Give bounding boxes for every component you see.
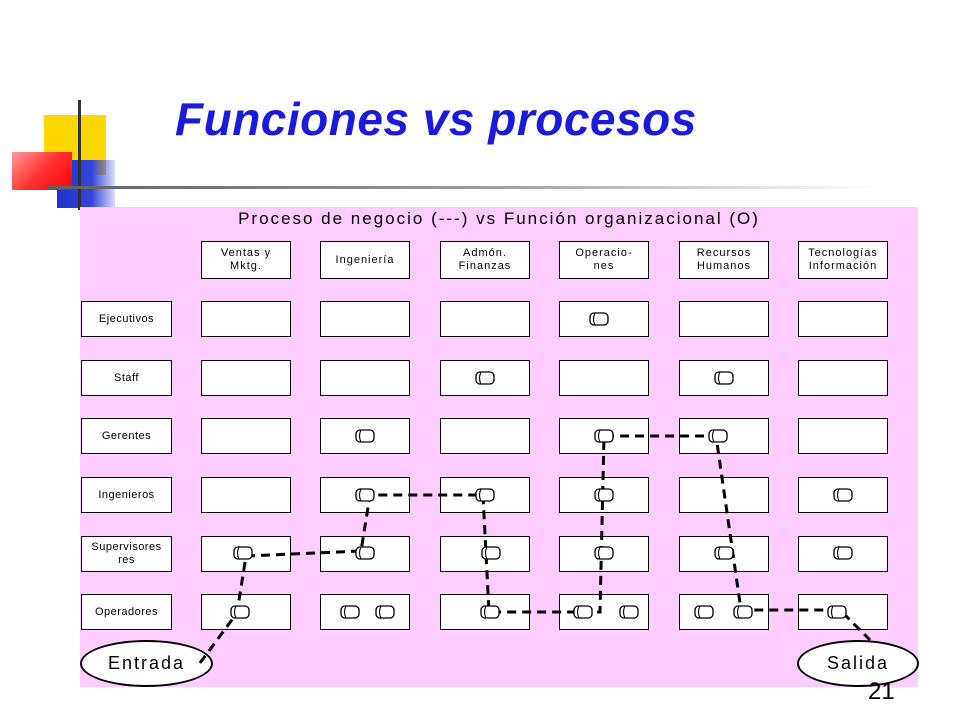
grid-cell	[201, 360, 291, 396]
grid-cell	[798, 418, 888, 454]
deco-red-square	[12, 152, 72, 190]
grid-cell	[440, 301, 530, 337]
page-number: 21	[868, 678, 895, 705]
function-marker	[619, 605, 639, 619]
function-marker	[708, 429, 728, 443]
column-header-operaciones: Operacio- nes	[559, 241, 649, 279]
function-marker	[475, 488, 495, 502]
function-markers	[230, 312, 853, 619]
row-label-supervisores: Supervisores res	[81, 536, 172, 572]
grid-cell	[201, 418, 291, 454]
deco-vertical-line	[78, 100, 81, 210]
column-header-rrhh: Recursos Humanos	[679, 241, 769, 279]
grid-cell	[201, 301, 291, 337]
function-marker	[714, 546, 734, 560]
grid-cell	[679, 301, 769, 337]
grid-cell	[798, 360, 888, 396]
function-marker	[833, 488, 853, 502]
function-marker	[480, 605, 500, 619]
exit-oval: Salida	[797, 640, 919, 687]
row-label-gerentes: Gerentes	[81, 418, 172, 454]
diagram-heading: Proceso de negocio (---) vs Función orga…	[238, 209, 760, 228]
grid-cell	[679, 594, 769, 630]
function-marker	[573, 605, 593, 619]
function-marker	[594, 488, 614, 502]
grid-cell	[679, 360, 769, 396]
grid-cell	[559, 360, 649, 396]
function-marker	[340, 605, 360, 619]
grid-cell	[440, 360, 530, 396]
grid-cell	[201, 477, 291, 513]
column-header-admon: Admón. Finanzas	[440, 241, 530, 279]
column-header-ventas: Ventas y Mktg.	[201, 241, 291, 279]
row-label-ingenieros: Ingenieros	[81, 477, 172, 513]
function-marker	[833, 546, 853, 560]
grid-cell	[798, 301, 888, 337]
function-marker	[375, 605, 395, 619]
function-marker	[589, 312, 609, 326]
function-marker	[733, 605, 753, 619]
function-marker	[827, 605, 847, 619]
function-marker	[694, 605, 714, 619]
page-title: Funciones vs procesos	[175, 93, 697, 145]
grid-cell	[320, 301, 410, 337]
grid-cell	[320, 360, 410, 396]
function-marker	[355, 488, 375, 502]
column-header-ingenieria: Ingeniería	[320, 241, 410, 279]
entry-oval: Entrada	[80, 640, 213, 687]
row-label-ejecutivos: Ejecutivos	[81, 301, 172, 337]
grid-cell	[440, 418, 530, 454]
function-marker	[230, 605, 250, 619]
row-label-staff: Staff	[81, 360, 172, 396]
function-marker	[355, 429, 375, 443]
column-header-ti: Tecnologías Información	[798, 241, 888, 279]
function-marker	[714, 371, 734, 385]
function-marker	[355, 546, 375, 560]
title-underline	[48, 186, 878, 189]
function-marker	[594, 429, 614, 443]
grid-cell	[320, 594, 410, 630]
function-marker	[594, 546, 614, 560]
function-marker	[481, 546, 501, 560]
process-path	[198, 434, 872, 664]
function-marker	[233, 546, 253, 560]
function-marker	[475, 371, 495, 385]
process-path-line	[198, 434, 872, 664]
row-label-operadores: Operadores	[81, 594, 172, 630]
